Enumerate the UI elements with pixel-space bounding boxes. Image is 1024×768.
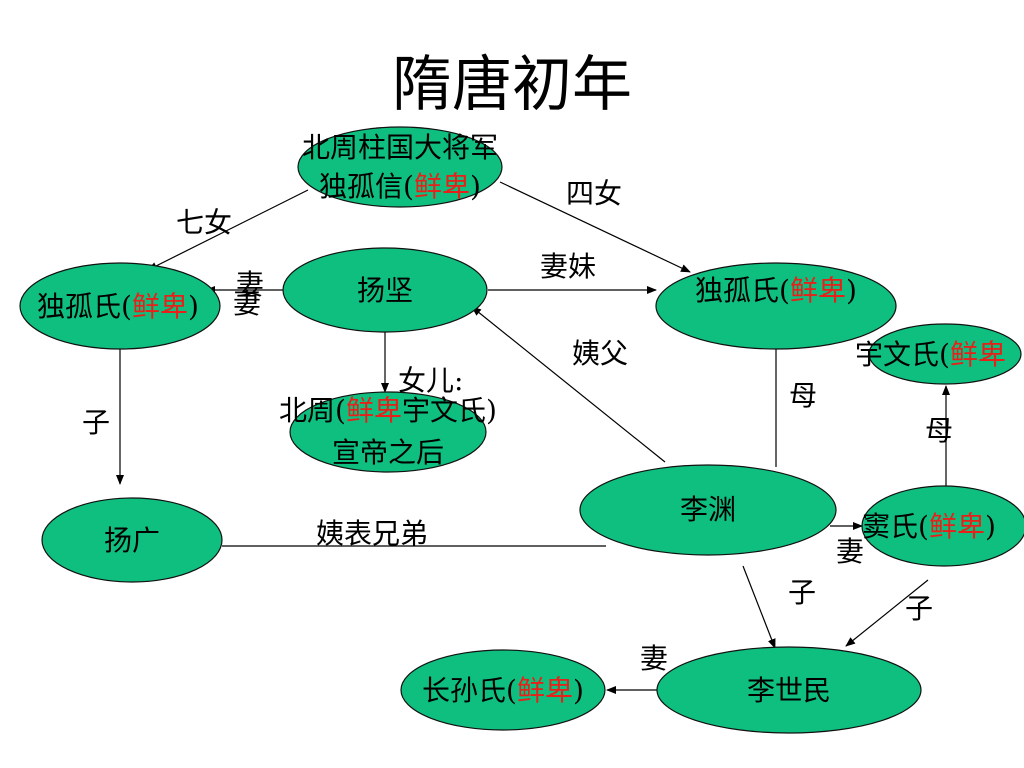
rel-wife-zhangsun: 妻 — [640, 642, 668, 675]
label-dugu-right: 独孤氏(鲜卑) — [695, 274, 857, 307]
node-li-shimin — [656, 646, 922, 734]
label-li-shimin: 李世民 — [747, 674, 831, 707]
label-yuwen-right: 宇文氏(鲜卑 — [855, 338, 1006, 371]
label-dugu-left: 独孤氏(鲜卑) — [37, 290, 199, 323]
node-li-yuan — [579, 464, 837, 556]
node-dugu-left — [19, 262, 221, 350]
rel-wife-top: 妻 — [236, 268, 264, 301]
label-zhangsun: 长孙氏(鲜卑) — [422, 674, 584, 707]
edge-liyuan-to-yangjian — [471, 306, 666, 463]
rel-son-center: 子 — [788, 576, 816, 609]
node-yuwen-right — [868, 323, 1022, 385]
rel-son-right: 子 — [905, 592, 933, 625]
rel-wife-sister: 妻妹 — [540, 250, 596, 283]
rel-wife-dou: 妻 — [836, 535, 864, 568]
node-dugu-xin — [297, 126, 503, 208]
label-yang-guang: 扬广 — [104, 524, 160, 557]
node-yang-guang — [41, 497, 223, 583]
label-daughter: 女儿: — [398, 364, 463, 397]
rel-son-left: 子 — [82, 406, 110, 439]
rel-cousins: 姨表兄弟 — [316, 517, 428, 550]
node-dugu-right — [655, 262, 897, 350]
rel-fourth-daughter: 四女 — [566, 177, 622, 210]
edge-dou-to-lishimin — [845, 579, 929, 647]
label-li-yuan: 李渊 — [680, 493, 736, 526]
label-yuwen-north-line2: 宣帝之后 — [332, 436, 444, 469]
edge-liyuan-to-lishimin — [742, 565, 776, 649]
rel-uncle: 姨父 — [572, 337, 628, 370]
slide-title: 隋唐初年 — [392, 50, 632, 120]
rel-wife-bottom: 妻 — [233, 287, 261, 320]
rel-seventh-daughter: 七女 — [176, 206, 232, 239]
node-zhangsun — [400, 649, 606, 731]
node-yang-jian — [282, 247, 488, 333]
edge-dugu-xin-to-dugu-right — [499, 181, 691, 273]
label-yuwen-north-line1: 北周(鲜卑宇文氏) — [279, 394, 497, 427]
label-dugu-xin-name: 独孤信(鲜卑) — [319, 170, 481, 203]
label-dou: 窦氏(鲜卑) — [862, 510, 996, 543]
edge-dugu-xin-to-dugu-left — [147, 189, 309, 271]
rel-mother-right: 母 — [789, 379, 817, 412]
label-yang-jian: 扬坚 — [357, 274, 413, 307]
label-dugu-xin-title: 北周柱国大将军 — [302, 131, 498, 164]
node-dou — [861, 485, 1024, 567]
node-yuwen-north — [289, 391, 487, 473]
rel-mother-far: 母 — [925, 414, 953, 447]
